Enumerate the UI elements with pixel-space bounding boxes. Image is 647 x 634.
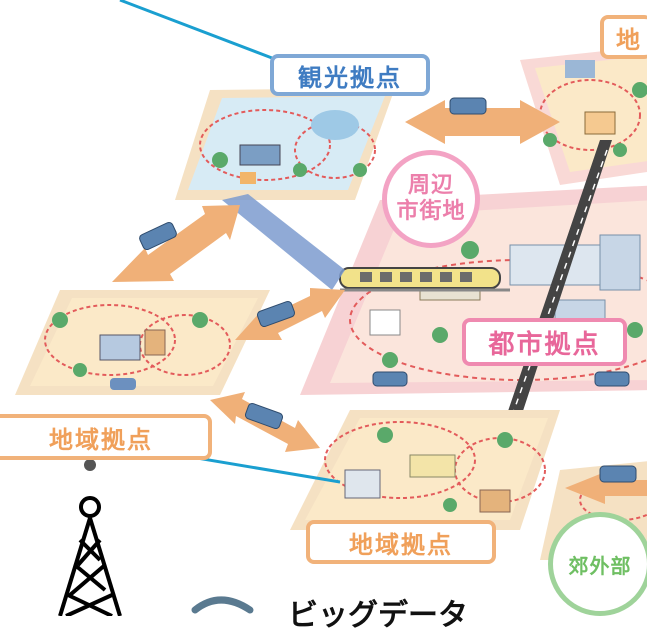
label-kogai-bu: 郊外部 (548, 512, 647, 616)
network-illustration (0, 0, 647, 616)
tourism-tile (175, 88, 395, 200)
label-toshi-kyoten: 都市拠点 (462, 318, 627, 366)
upper-right-district (520, 46, 647, 185)
antenna-tower-icon (58, 496, 122, 616)
left-district-tile (15, 290, 270, 395)
bus-icons (139, 97, 637, 483)
label-shuhen-shigaichi: 周辺 市街地 (382, 150, 480, 248)
label-kanko-kyoten: 観光拠点 (270, 54, 430, 96)
label-bigdata: ビッグデータ (288, 598, 468, 633)
bottom-district-tile (290, 410, 560, 530)
shuhen-line1: 周辺 (407, 173, 454, 198)
shuhen-line2: 市街地 (396, 199, 466, 224)
label-chiiki-kyoten-top-right: 地 (600, 15, 647, 59)
label-chiiki-kyoten-bottom: 地域拠点 (306, 520, 496, 564)
bigdata-signal-icon (191, 596, 254, 614)
label-chiiki-kyoten-left: 地域拠点 (0, 414, 212, 460)
